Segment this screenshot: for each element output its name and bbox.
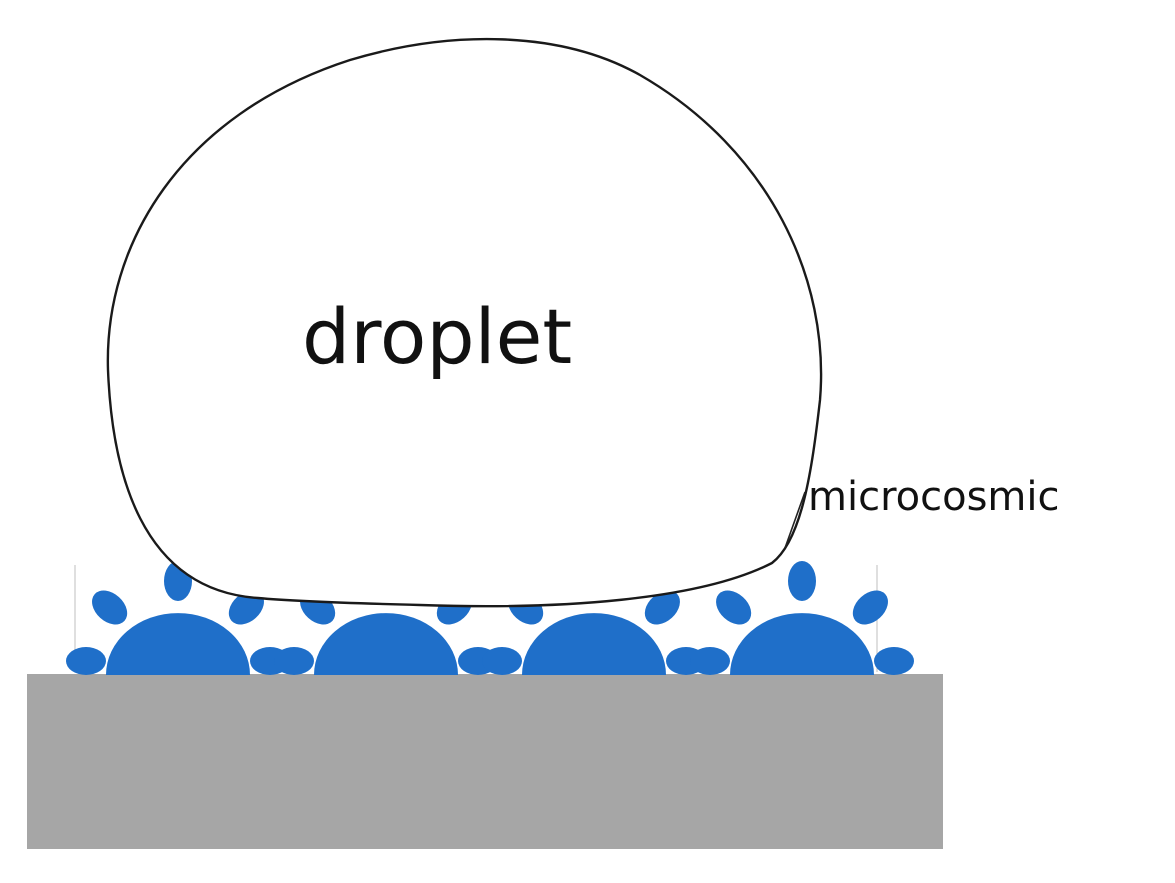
bump-dome <box>314 613 458 675</box>
bump-petal <box>66 647 106 675</box>
bump-petal <box>874 647 914 675</box>
bump-dome <box>730 613 874 675</box>
bump-petal <box>92 590 128 625</box>
microstructure-bump <box>690 561 914 675</box>
microstructure-group <box>66 561 914 675</box>
bump-dome <box>522 613 666 675</box>
substrate <box>27 674 943 849</box>
bump-petal <box>228 590 264 625</box>
droplet-shape <box>106 37 823 608</box>
bump-petal <box>644 590 680 625</box>
droplet-label: droplet <box>302 292 572 381</box>
bump-petal <box>274 647 314 675</box>
bump-petal <box>788 561 816 601</box>
bump-petal <box>482 647 522 675</box>
bump-petal <box>716 590 752 625</box>
bump-petal <box>852 590 888 625</box>
bump-petal <box>690 647 730 675</box>
microcosmic-label: microcosmic <box>808 474 1059 520</box>
bump-dome <box>106 613 250 675</box>
microcosmic-leader-line <box>784 491 806 549</box>
